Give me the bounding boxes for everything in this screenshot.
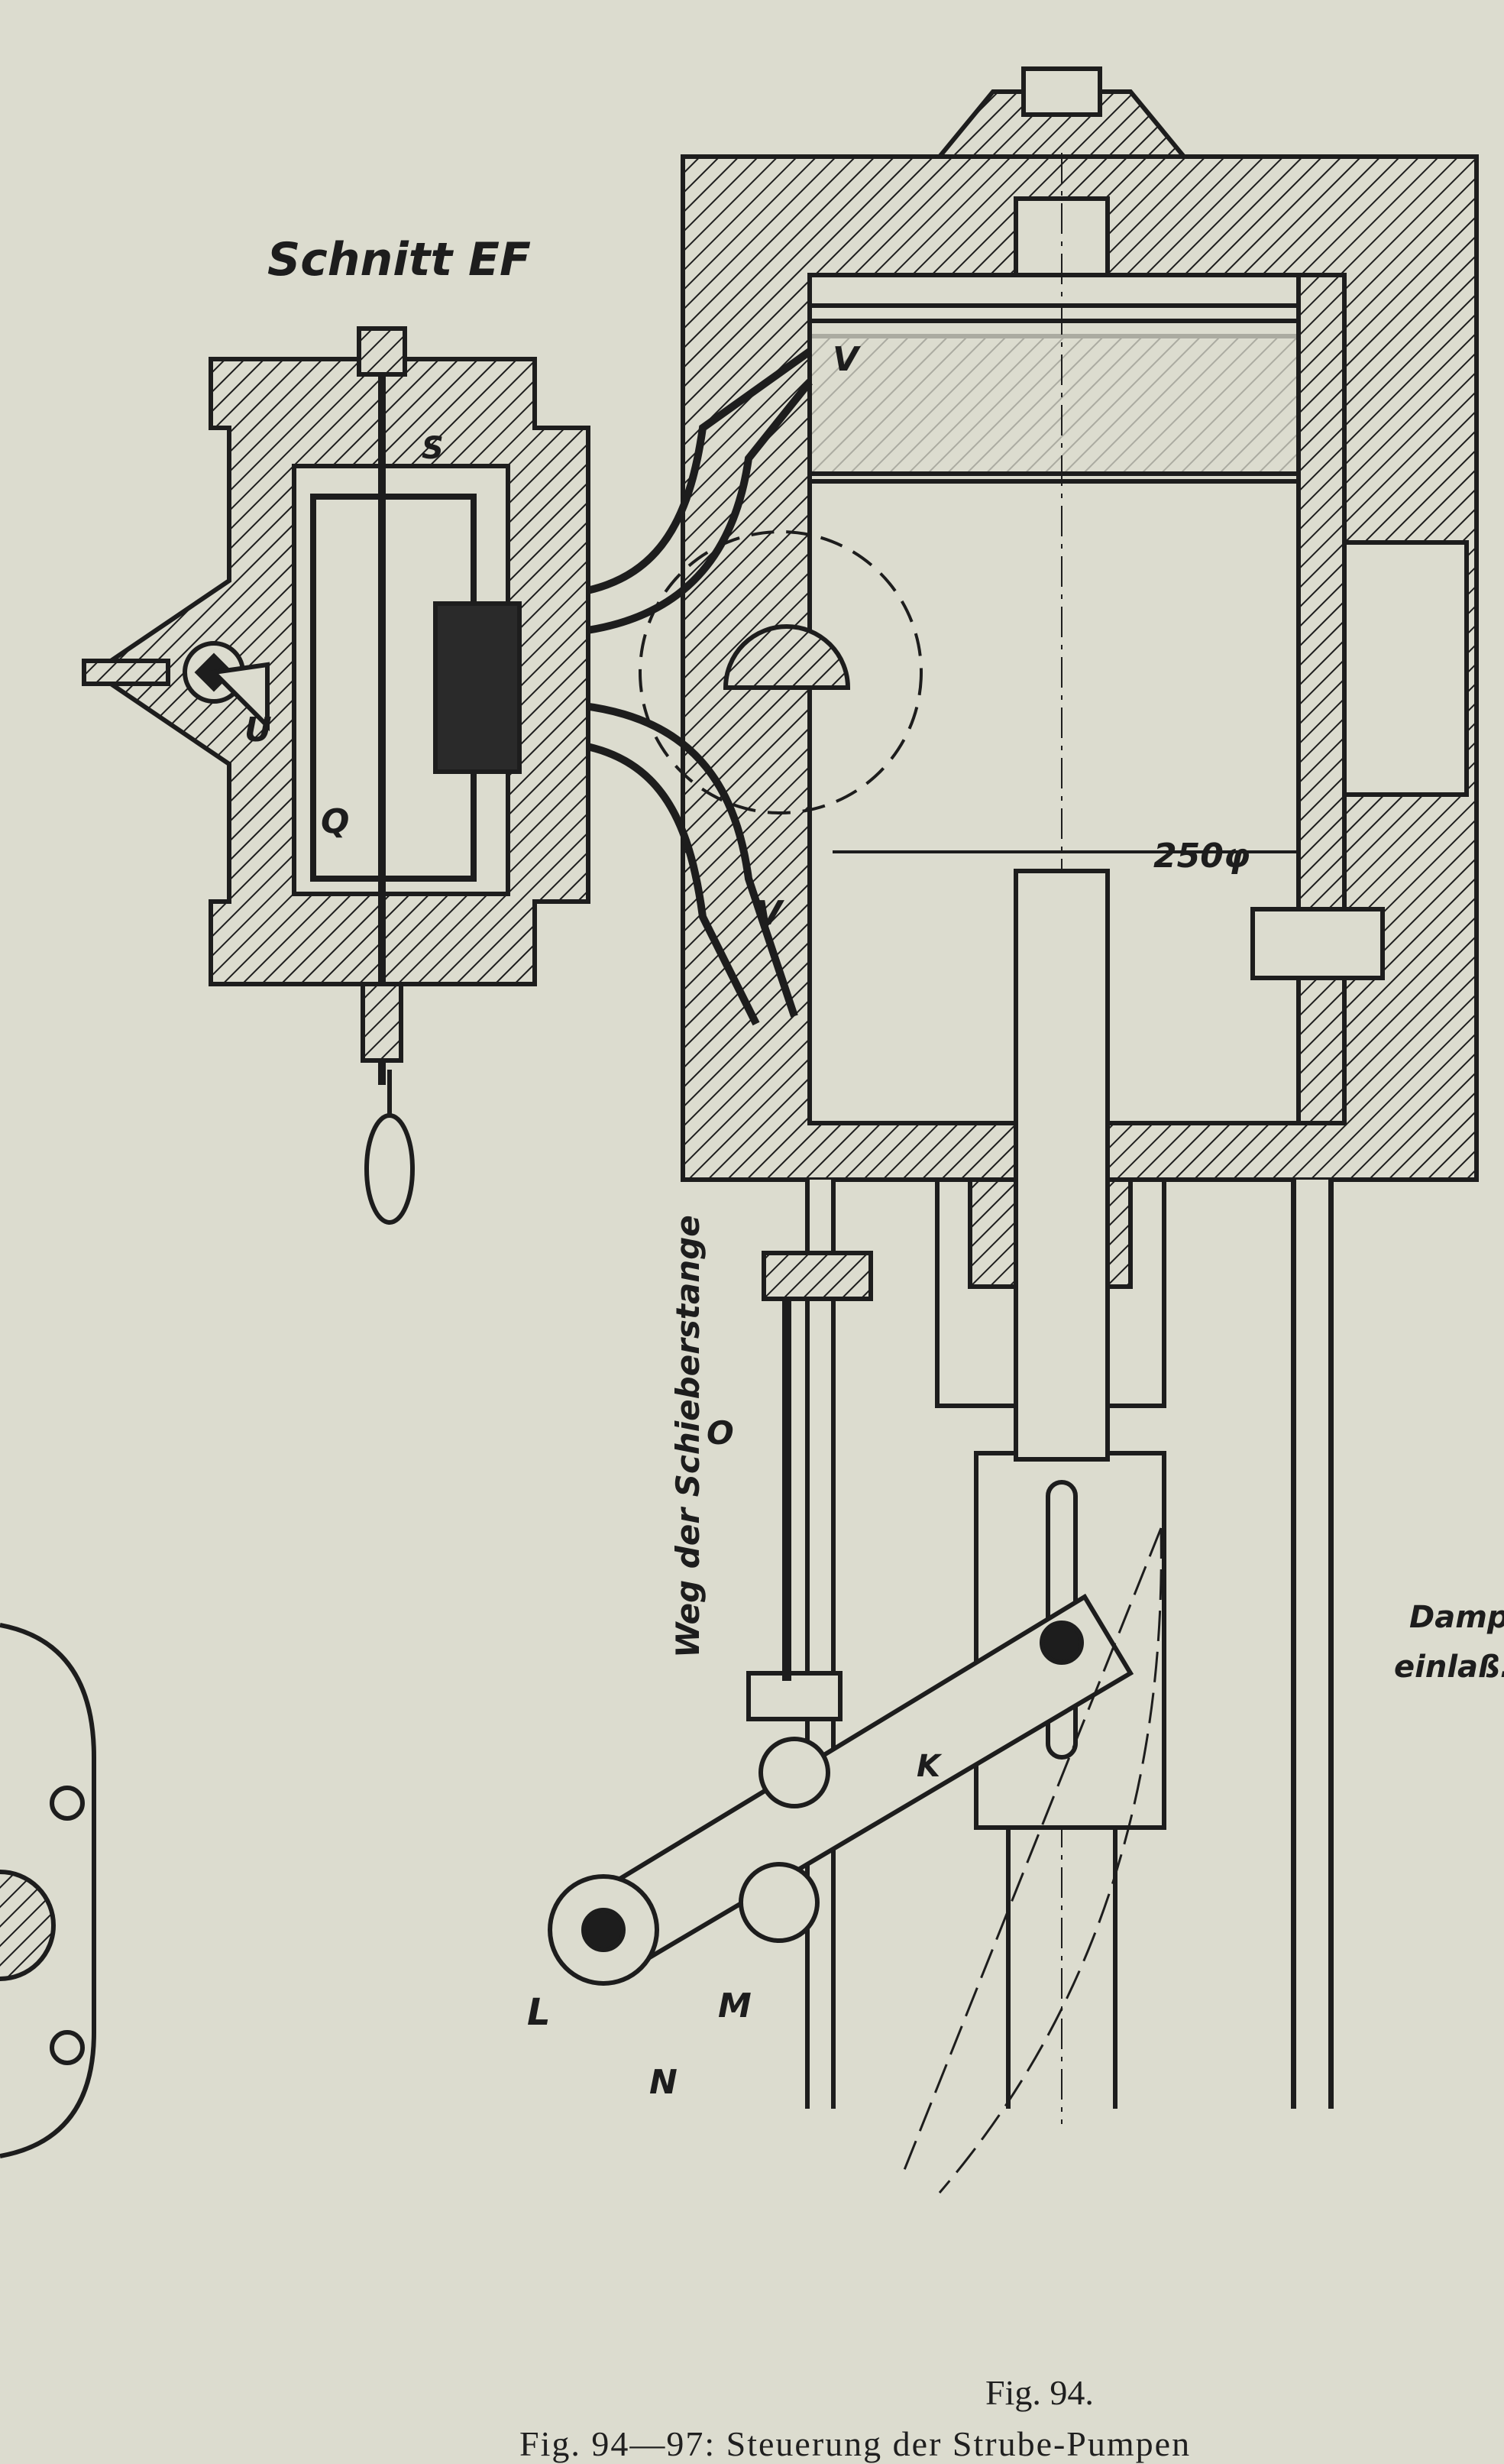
gland-and-rods: [746, 869, 1334, 2109]
label-l: L: [527, 1991, 551, 2034]
label-k: K: [917, 1749, 943, 1784]
figure-number: Fig. 94.: [985, 2373, 1094, 2412]
label-m: M: [718, 1986, 752, 2025]
label-s: S: [422, 431, 444, 466]
section-title: Schnitt EF: [267, 233, 531, 287]
figure-caption: Fig. 94—97: Steuerung der Strube-Pumpen: [519, 2424, 1192, 2463]
label-q: Q: [321, 802, 349, 841]
label-steam-inlet-1: Dampf: [1409, 1600, 1504, 1635]
valve-chest: [82, 326, 590, 1225]
lever-arm-k: [548, 1527, 1163, 2194]
label-o: O: [707, 1414, 734, 1452]
label-u: U: [244, 711, 272, 750]
label-steam-inlet-2: einlaß.: [1394, 1650, 1504, 1685]
label-stroke-path: Weg der Schieberstange: [669, 1215, 707, 1658]
label-n: N: [649, 2063, 678, 2102]
label-v-bottom: V: [756, 894, 784, 933]
label-v-top: V: [833, 340, 861, 379]
label-diameter: 250φ: [1153, 837, 1250, 876]
flange-disc: [0, 1623, 96, 2158]
